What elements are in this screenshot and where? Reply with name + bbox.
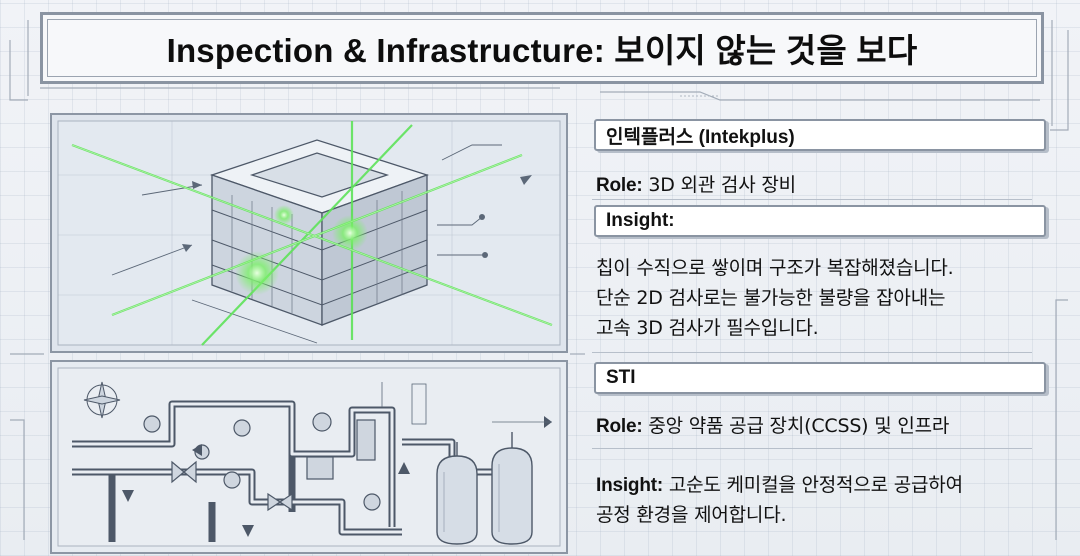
section-name: STI [606,367,636,388]
insight-line: 고속 3D 검사가 필수입니다. [596,317,819,339]
role-label: Role: [596,416,643,437]
divider [592,199,1032,200]
insight-line: 칩이 수직으로 쌓이며 구조가 복잡해졌습니다. [596,257,954,279]
section-header-sti: STI [594,362,1046,394]
insight-label: Insight: [596,475,663,496]
insight-line: 공정 환경을 제어합니다. [596,504,787,526]
role-value: 3D 외관 검사 장비 [648,174,796,196]
insight-sti: Insight: 고순도 케미컬을 안정적으로 공급하여 [596,470,963,497]
role-intekplus: Role: 3D 외관 검사 장비 [596,170,796,197]
title-banner: Inspection & Infrastructure: 보이지 않는 것을 보… [40,12,1044,84]
chip-3d-inspection-illustration [50,113,568,353]
role-label: Role: [596,175,643,196]
chemical-supply-piping-illustration [50,360,568,554]
section-name: 인텍플러스 (Intekplus) [606,126,795,148]
page-title: Inspection & Infrastructure: 보이지 않는 것을 보… [166,32,918,69]
section-header-insight-intekplus: Insight: [594,205,1046,237]
role-sti: Role: 중앙 약품 공급 장치(CCSS) 및 인프라 [596,411,949,438]
insight-line: 단순 2D 검사로는 불가능한 불량을 잡아내는 [596,287,946,309]
divider [592,448,1032,449]
insight-label: Insight: [606,210,675,231]
divider [592,352,1032,353]
role-value: 중앙 약품 공급 장치(CCSS) 및 인프라 [648,415,950,437]
insight-line: 고순도 케미컬을 안정적으로 공급하여 [668,474,963,496]
section-header-intekplus: 인텍플러스 (Intekplus) [594,119,1046,151]
